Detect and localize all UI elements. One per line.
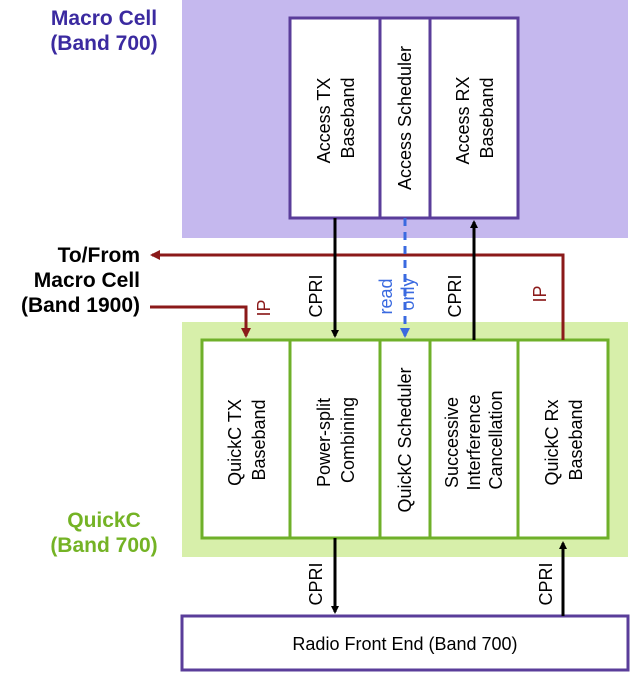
ip-left-label: IP: [254, 299, 274, 316]
power-split-combining-block: [288, 338, 382, 540]
read-only-label: read only: [376, 273, 418, 314]
cpri-down-label: CPRI: [306, 562, 326, 605]
quickc-rx-baseband-block: [516, 338, 610, 540]
access-tx-baseband-block: [288, 16, 382, 220]
power-split-label: Power-split Combining: [314, 393, 358, 487]
cpri-tx-label: CPRI: [306, 274, 326, 317]
quickc-tx-baseband-block: [200, 338, 292, 540]
access-scheduler-label: Access Scheduler: [395, 46, 415, 190]
external-macro-line2: Macro Cell: [34, 269, 140, 292]
macro-cell-subtitle: (Band 700): [50, 32, 157, 55]
ip-out-arrow: [150, 250, 565, 340]
access-rx-label: Access RX Baseband: [453, 71, 497, 164]
ip-in-arrow: [150, 305, 251, 338]
quickc-subtitle: (Band 700): [50, 534, 157, 557]
macro-cell-title: Macro Cell: [51, 7, 157, 30]
external-macro-line1: To/From: [58, 244, 140, 267]
radio-front-end-block: [180, 614, 630, 672]
quickc-rx-label: QuickC Rx Baseband: [542, 394, 586, 485]
quickc-title: QuickC: [67, 509, 141, 532]
quickc-scheduler-block: [378, 338, 432, 540]
quickc-scheduler-label: QuickC Scheduler: [395, 367, 415, 512]
access-rx-baseband-block: [428, 16, 520, 220]
quickc-tx-label: QuickC TX Baseband: [225, 394, 269, 486]
access-scheduler-block: [378, 16, 432, 220]
external-macro-line3: (Band 1900): [21, 294, 140, 317]
sic-label: Successive Interference Cancellation: [442, 389, 506, 490]
ip-right-label: IP: [530, 285, 550, 302]
radio-front-end-label: Radio Front End (Band 700): [292, 634, 517, 654]
cpri-up-label: CPRI: [536, 562, 556, 605]
cpri-rx-label: CPRI: [445, 274, 465, 317]
access-tx-label: Access TX Baseband: [314, 73, 358, 164]
